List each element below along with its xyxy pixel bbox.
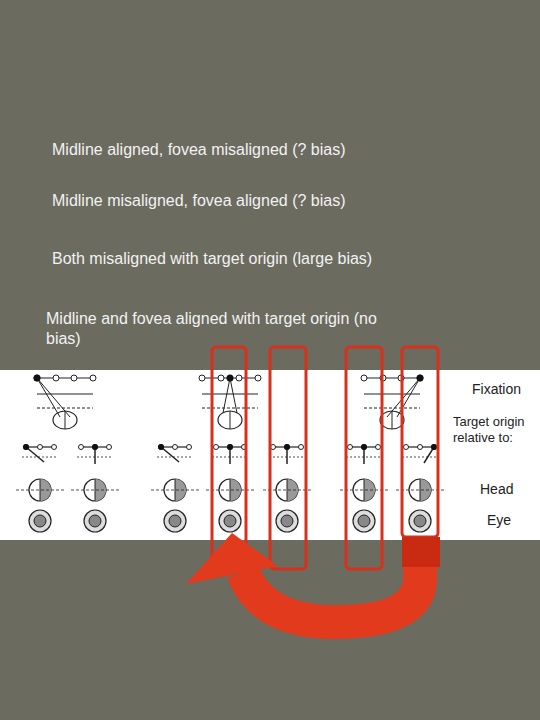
curved-arrow bbox=[186, 533, 440, 622]
row-label: Target origin relative to: bbox=[453, 414, 537, 447]
eye-row bbox=[29, 510, 431, 532]
fixation-row bbox=[34, 375, 424, 430]
target-row bbox=[22, 444, 438, 464]
row-label: Head bbox=[480, 481, 513, 499]
row-label: Fixation bbox=[472, 381, 521, 399]
caption-line: Both misaligned with target origin (larg… bbox=[52, 249, 372, 269]
caption-line: Midline and fovea aligned with target or… bbox=[46, 309, 406, 349]
caption-line: Midline aligned, fovea misaligned (? bia… bbox=[52, 140, 346, 160]
caption-line: Midline misaligned, fovea aligned (? bia… bbox=[52, 191, 346, 211]
head-row bbox=[16, 479, 444, 501]
row-label: Eye bbox=[487, 512, 511, 530]
highlight-columns bbox=[212, 347, 438, 569]
